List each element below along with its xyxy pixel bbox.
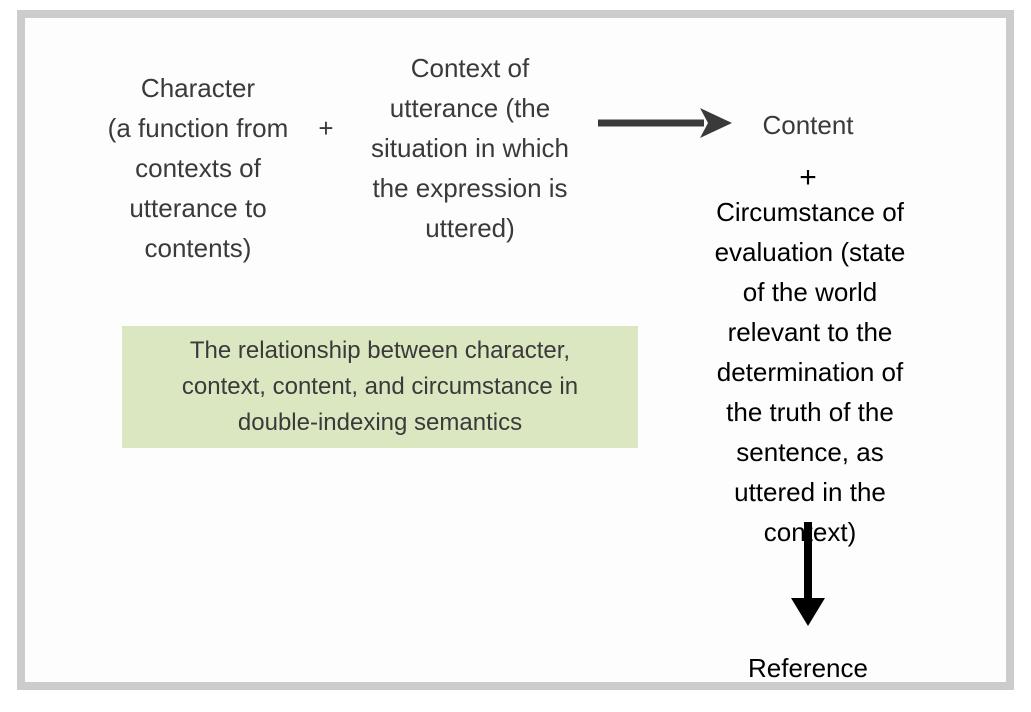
plus-operator-left: + <box>318 113 334 143</box>
node-circumstance-of-evaluation: Circumstance of evaluation (state of the… <box>714 197 906 547</box>
node-context-of-utterance: Context of utterance (the situation in w… <box>371 53 569 243</box>
caption-box: The relationship between character, cont… <box>122 326 638 448</box>
plus-operator-right: + <box>799 161 817 194</box>
node-content: Content <box>762 110 854 140</box>
node-character: Character (a function from contexts of u… <box>107 73 289 263</box>
arrow-right-icon <box>596 103 736 143</box>
arrow-down-icon <box>782 518 834 630</box>
node-reference: Reference <box>748 653 868 683</box>
caption-text: The relationship between character, cont… <box>181 337 579 436</box>
